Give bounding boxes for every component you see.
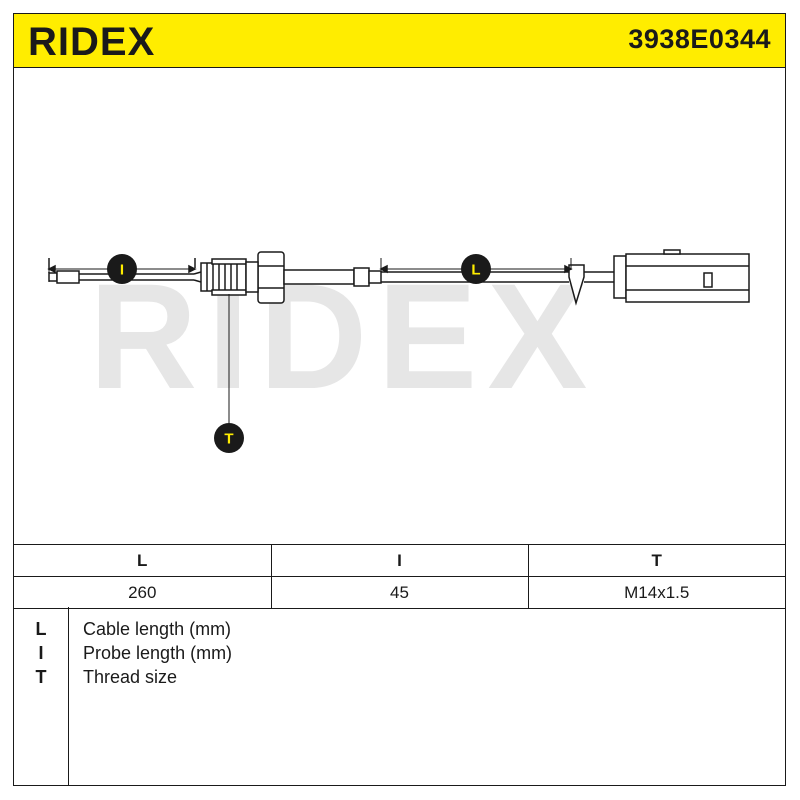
svg-text:L: L	[471, 262, 480, 279]
badge-probe-length: I	[107, 254, 137, 284]
part-number: 3938E0344	[628, 24, 771, 54]
hex-nut-icon	[245, 251, 285, 304]
spec-header-probe-length: I	[270, 544, 529, 577]
technical-drawing: RIDEX	[47, 249, 750, 453]
legend-key: T	[35, 667, 47, 687]
legend-text: Probe length (mm)	[83, 643, 233, 663]
legend-divider	[68, 607, 69, 785]
legend-row-cable-length: L Cable length (mm)	[14, 619, 785, 643]
ridex-logo: RIDEX	[28, 22, 155, 60]
connector-icon	[613, 249, 750, 303]
spec-value-thread: M14x1.5	[527, 576, 785, 609]
spec-header-cable-length: L	[14, 544, 272, 577]
probe-icon	[48, 270, 202, 284]
spec-table-value-row: 260 45 M14x1.5	[14, 576, 785, 609]
spec-table-header-row: L I T	[14, 544, 785, 577]
legend-text: Cable length (mm)	[83, 619, 232, 639]
svg-text:RIDEX: RIDEX	[28, 22, 155, 60]
svg-text:T: T	[224, 431, 233, 448]
spec-table: L I T 260 45 M14x1.5	[14, 544, 785, 609]
legend: L Cable length (mm) I Probe length (mm) …	[14, 607, 785, 785]
legend-key: I	[38, 643, 44, 663]
legend-row-probe-length: I Probe length (mm)	[14, 643, 785, 667]
legend-row-thread: T Thread size	[14, 667, 785, 691]
product-sheet: RIDEX 3938E0344 RIDEX	[13, 13, 786, 786]
spec-value-cable-length: 260	[14, 576, 272, 609]
spec-header-thread: T	[527, 544, 785, 577]
legend-text: Thread size	[83, 667, 178, 687]
spec-value-probe-length: 45	[270, 576, 529, 609]
badge-thread: T	[214, 423, 244, 453]
legend-key: L	[35, 619, 47, 639]
svg-text:I: I	[120, 262, 124, 279]
thread-icon	[200, 258, 247, 296]
badge-cable-length: L	[461, 254, 491, 284]
header-bar: RIDEX 3938E0344	[14, 14, 785, 68]
